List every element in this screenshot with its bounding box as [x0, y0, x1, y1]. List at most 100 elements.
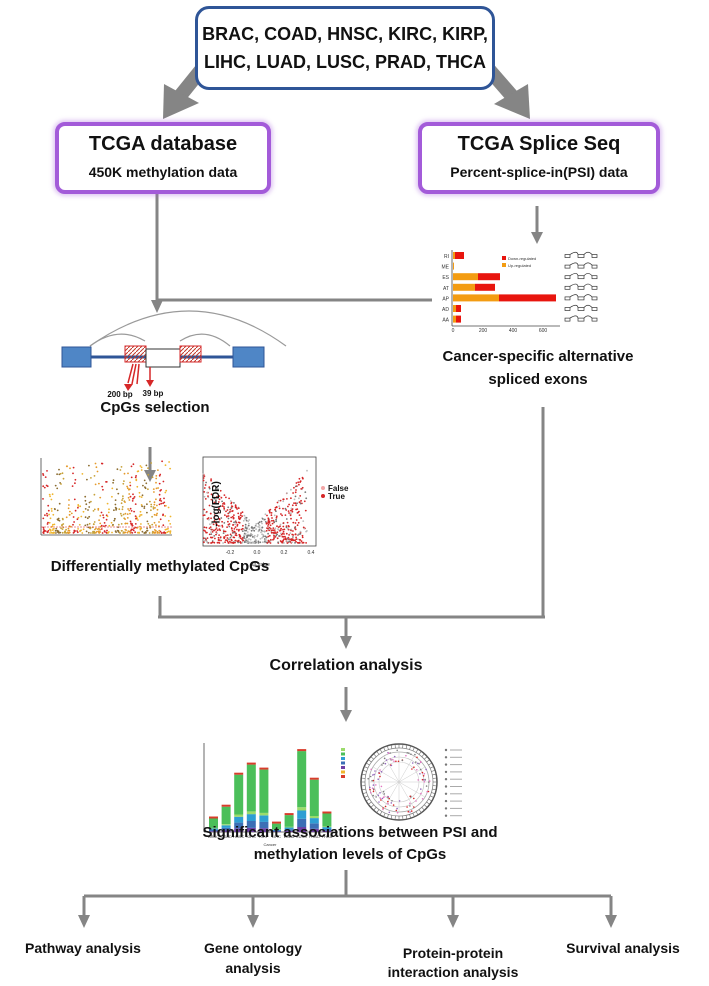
- circos-legend-dot: [444, 785, 448, 788]
- volcano-x-tick: 0.4: [308, 550, 315, 556]
- bar-segment: [259, 769, 269, 813]
- splice-category-label: ME: [442, 265, 450, 271]
- bar-segment: [297, 827, 307, 832]
- arrowhead-to-correlation: [340, 636, 352, 649]
- splice-bar-down: [456, 315, 461, 323]
- splice-bar-up: [453, 294, 499, 302]
- volcano-x-tick: -0.2: [226, 550, 235, 556]
- bar-legend-swatch: [341, 766, 345, 769]
- pathway-analysis: Pathway analysis: [25, 940, 141, 956]
- bar-segment: [234, 816, 244, 823]
- circos-legend-dot: [444, 770, 448, 774]
- bar-legend-swatch: [341, 761, 345, 765]
- circos-legend-dot: [444, 778, 448, 781]
- arrowhead-cpg-down: [144, 470, 156, 482]
- splice-x-tick: 200: [479, 328, 488, 334]
- volcano-x-label: Δβ value: [250, 562, 270, 568]
- bar-segment: [322, 829, 332, 831]
- bar-category-label: LUSC: [296, 834, 307, 839]
- diff-methylated-caption: Differentially methylated CpGs: [50, 558, 270, 575]
- bar-bars: [209, 749, 332, 832]
- bar-segment: [284, 815, 294, 827]
- bar-segment: [209, 827, 218, 829]
- bar-segment: [284, 831, 294, 832]
- bar-segment: [246, 814, 256, 821]
- bar-segment: [246, 811, 256, 815]
- bar-segment: [272, 823, 281, 830]
- splice-caption-line1: Cancer-specific alternative: [442, 348, 634, 365]
- cpg-label-200bp: 200 bp: [107, 390, 133, 399]
- splice-arc-right: [179, 333, 231, 347]
- arrowhead-pathway: [78, 915, 90, 928]
- bar-segment: [221, 825, 231, 828]
- splice-bars: [453, 252, 556, 323]
- manhattan-points: [42, 460, 172, 534]
- bar-legend-swatch: [341, 748, 345, 751]
- bar-segment-cap: [284, 813, 294, 816]
- survival-analysis: Survival analysis: [566, 940, 680, 956]
- bar-segment: [221, 830, 231, 832]
- arrowhead-tcga-down: [151, 300, 163, 313]
- splice-seq-title: TCGA Splice Seq: [457, 133, 621, 155]
- splice-category-label: AP: [442, 296, 449, 302]
- bar-category-label: COAD: [220, 834, 232, 839]
- circos-legend-dot: [444, 756, 448, 759]
- bar-segment: [297, 807, 307, 811]
- bar-segment-cap: [259, 767, 269, 770]
- cpg-region-left: [124, 345, 147, 363]
- splice-bar-up: [453, 315, 456, 323]
- arrowhead-splice-down: [531, 232, 543, 244]
- ppi-line2: interaction analysis: [387, 964, 519, 980]
- splice-caption-line2: spliced exons: [488, 371, 588, 388]
- bar-segment: [309, 823, 319, 829]
- bar-segment: [259, 815, 269, 822]
- gene-ontology-line1: Gene ontology: [204, 940, 302, 956]
- bar-segment: [297, 751, 307, 808]
- bar-segment: [322, 826, 332, 828]
- bar-segment: [297, 818, 307, 828]
- circos-legend-dot: [444, 799, 448, 803]
- bar-segment: [234, 774, 244, 815]
- arrowhead-cancer-to-splice: [494, 84, 530, 119]
- splice-bar-up: [453, 305, 456, 312]
- splice-bar-down: [478, 273, 500, 281]
- splice-category-label: RI: [444, 254, 449, 260]
- circos-plot: [360, 743, 462, 821]
- bar-segment: [246, 821, 256, 828]
- correlation-analysis: Correlation analysis: [269, 657, 423, 674]
- bar-segment: [246, 827, 256, 832]
- legend-up: Up-regulated: [508, 263, 531, 268]
- legend-down: Down-regulated: [508, 256, 536, 261]
- tcga-database-box: [55, 122, 271, 194]
- volcano-y-label: -log(FDR): [211, 481, 222, 527]
- bar-segment: [322, 827, 332, 829]
- splice-category-label: AD: [442, 307, 449, 313]
- splice-bar-down: [455, 252, 464, 259]
- splice-bar-down: [499, 294, 556, 302]
- bar-segment: [234, 828, 244, 832]
- bar-segment: [322, 830, 332, 832]
- bar-segment-cap: [246, 762, 256, 765]
- bar-segment: [209, 831, 218, 832]
- bar-segment: [259, 812, 269, 816]
- bar-category-label: HNSC: [233, 834, 244, 839]
- cpg-region-right: [179, 345, 202, 363]
- volcano-legend-true: True: [328, 492, 345, 501]
- circos-legend-dot: [444, 807, 448, 810]
- volcano-legend-false: False: [328, 484, 349, 493]
- bar-segment: [272, 829, 281, 831]
- cpg-selection-caption: CpGs selection: [100, 399, 210, 416]
- legend-dot-false: [321, 486, 325, 490]
- bar-segment: [234, 822, 244, 829]
- bar-segment: [309, 779, 319, 816]
- bar-segment: [309, 816, 319, 819]
- cancer-types-line1: BRAC, COAD, HNSC, KIRC, KIRP,: [202, 24, 488, 44]
- volcano-points: [202, 469, 308, 544]
- significant-line1: Significant associations between PSI and: [202, 824, 498, 841]
- bar-segment: [234, 814, 244, 817]
- legend-dot-true: [321, 494, 325, 498]
- bar-segment: [272, 831, 281, 832]
- bar-segment: [259, 828, 269, 832]
